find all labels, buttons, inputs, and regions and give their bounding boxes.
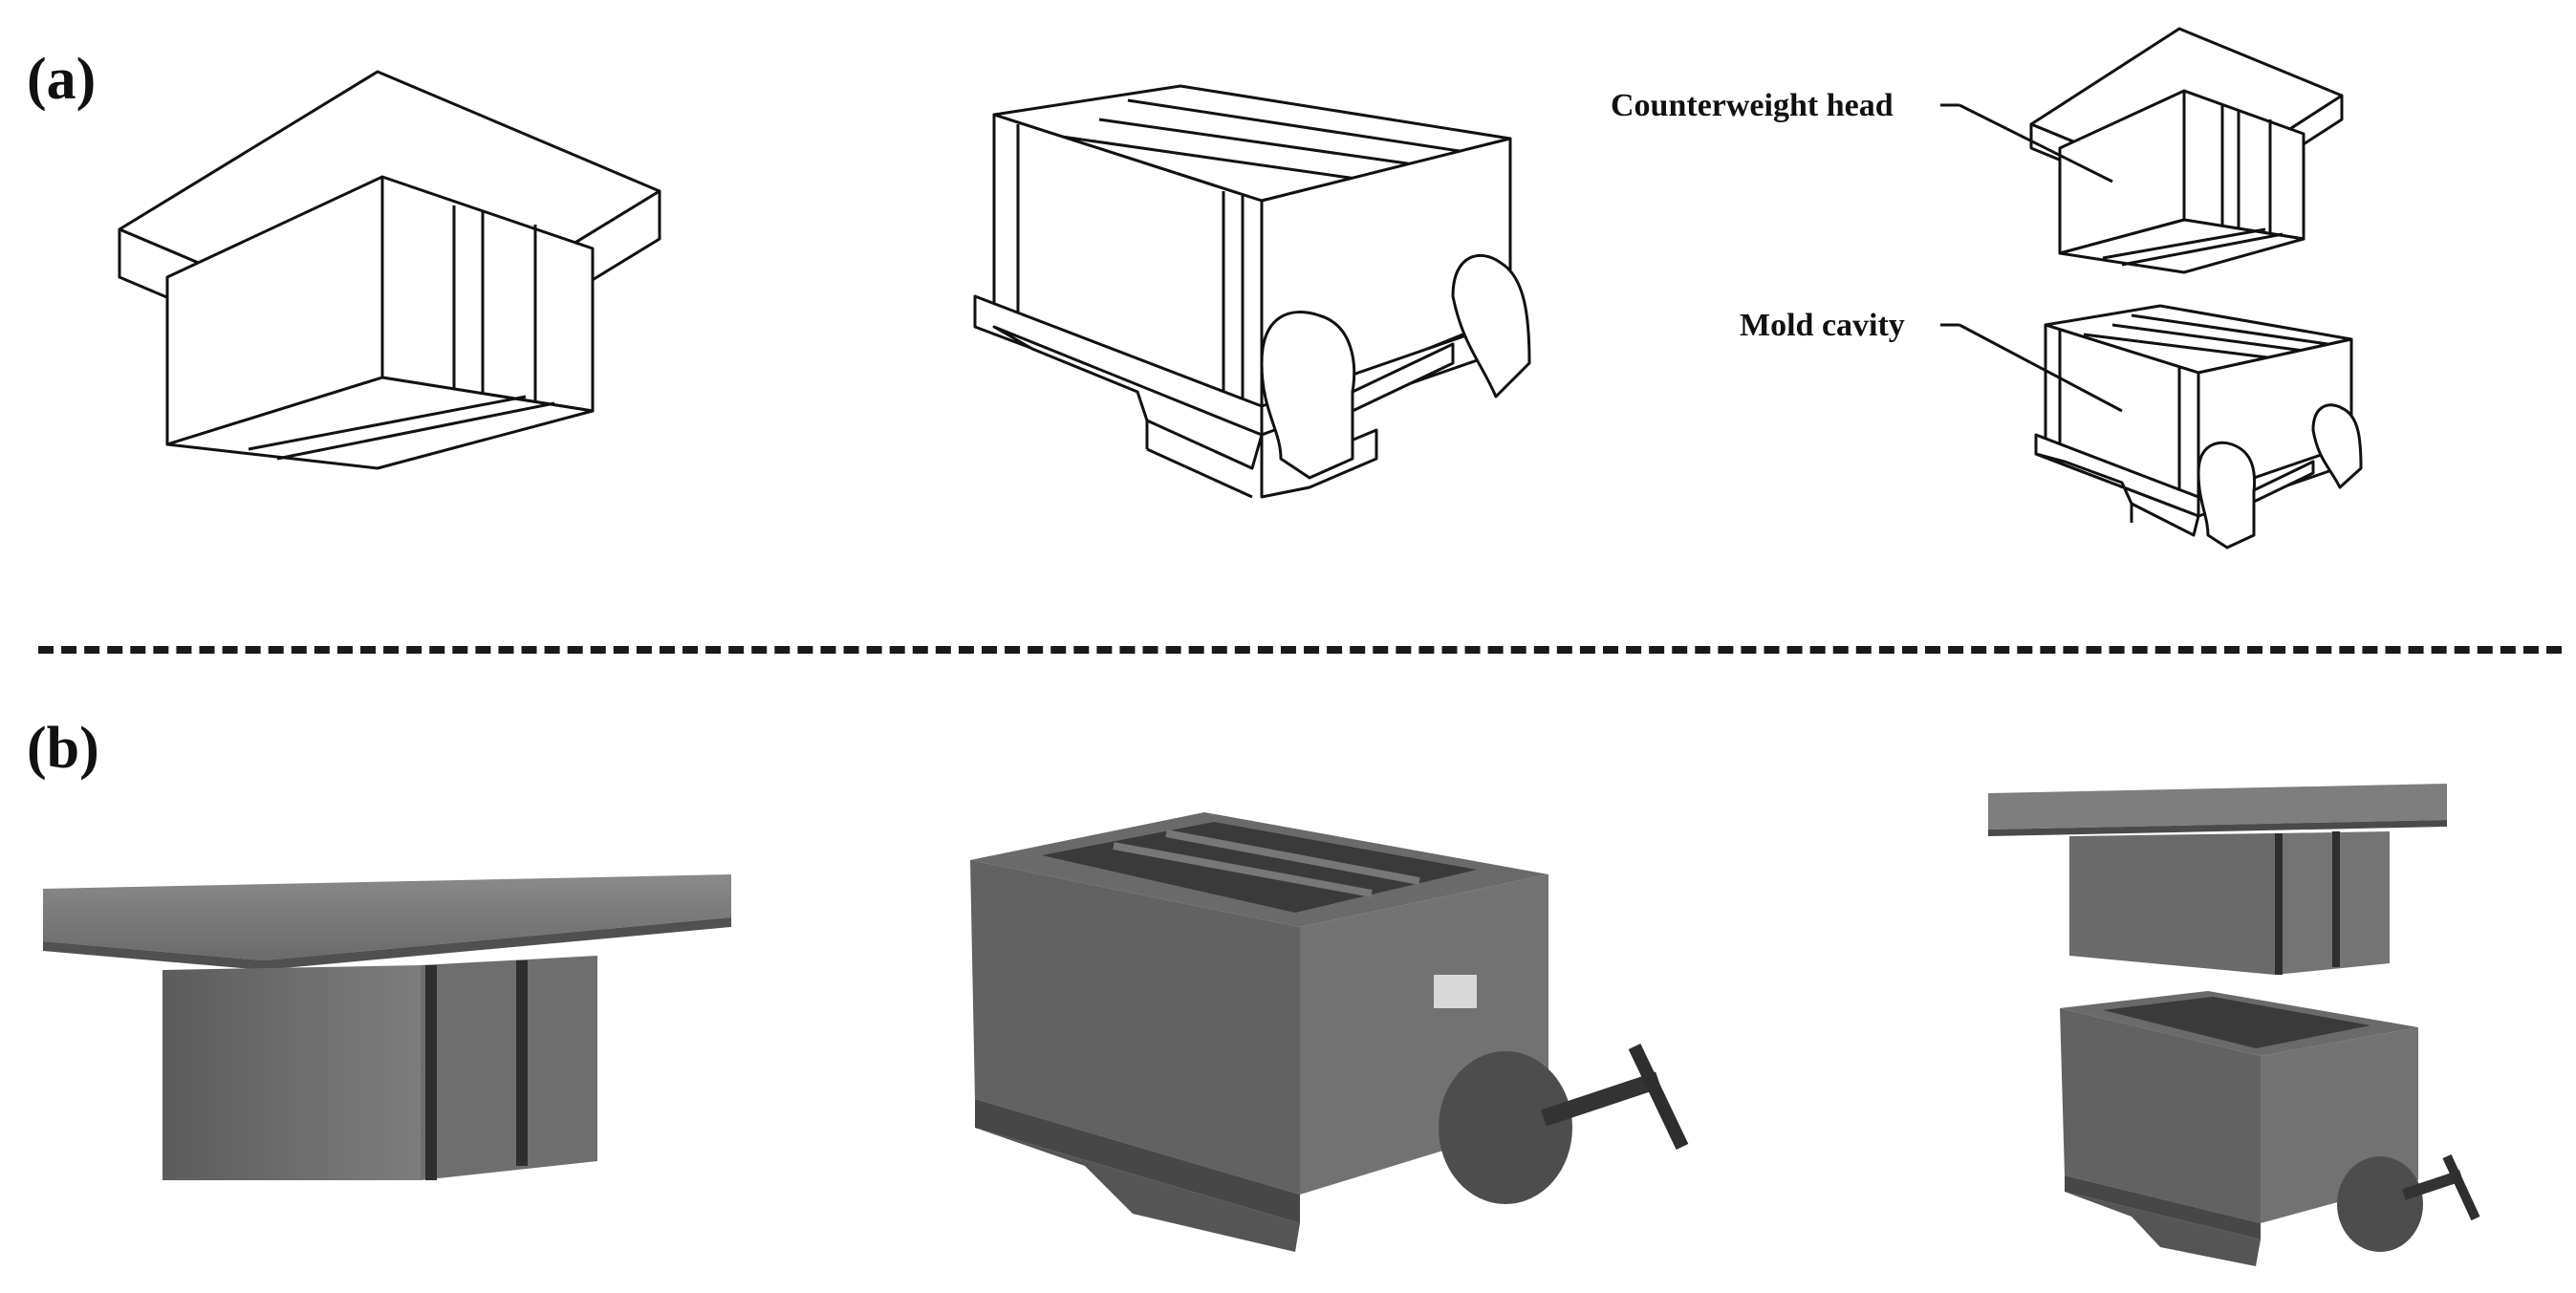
callout-counterweight-head: Counterweight head (1611, 88, 1894, 123)
counterweight-head-drawing (118, 70, 661, 470)
mold-cavity-photo-small (2060, 991, 2480, 1266)
callout-leader-mold-cavity (1940, 323, 2123, 413)
mold-cavity-drawing-small (2034, 304, 2363, 550)
callout-leader-counterweight-head (1940, 103, 2113, 183)
panel-divider (38, 646, 2562, 654)
mold-cavity-photo (970, 812, 1689, 1252)
counterweight-head-photo-small (1988, 784, 2447, 975)
panel-b-label: (b) (27, 716, 99, 781)
counterweight-head-photo (43, 874, 731, 1180)
panel-a-label: (a) (27, 47, 97, 112)
mold-cavity-drawing (973, 84, 1531, 499)
callout-mold-cavity: Mold cavity (1740, 308, 1905, 343)
counterweight-head-drawing-small (2029, 27, 2344, 274)
